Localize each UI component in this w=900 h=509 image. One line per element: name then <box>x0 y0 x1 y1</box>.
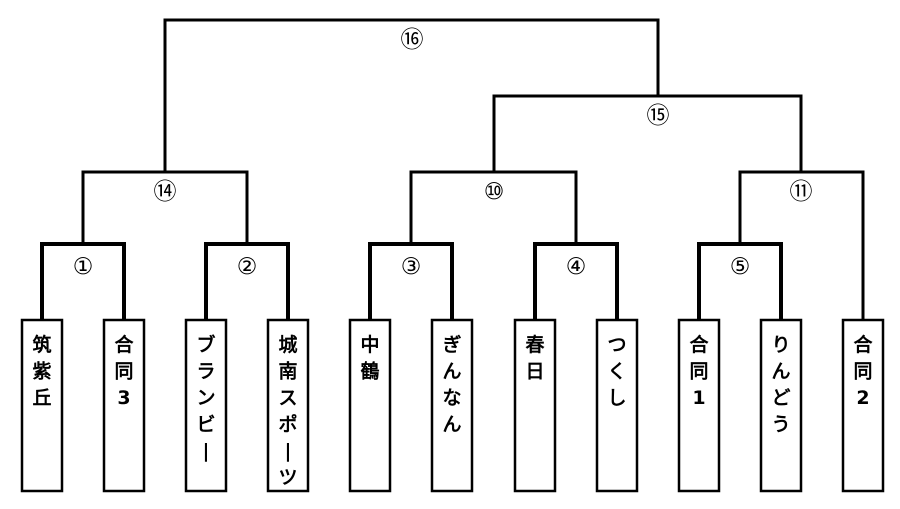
team-name: ブランビ| <box>196 333 215 462</box>
match-label-16: ⑯ <box>401 27 424 53</box>
team-box: 春日 <box>513 318 557 493</box>
team-box-frame <box>184 318 228 493</box>
team-box-frame <box>677 318 721 493</box>
team-box-frame <box>759 318 803 493</box>
match-label-15: ⑮ <box>647 103 670 129</box>
match-label-14: ⑭ <box>154 179 177 205</box>
team-box: ブランビ| <box>184 318 228 493</box>
team-box-frame <box>266 318 310 493</box>
team-box: 中鶴 <box>348 318 392 493</box>
team-box-frame <box>102 318 146 493</box>
team-box-frame <box>20 318 64 493</box>
match-label-11: ⑪ <box>790 179 813 205</box>
team-box-frame <box>513 318 557 493</box>
team-name: つくし <box>607 334 626 409</box>
team-box: つくし <box>595 318 639 493</box>
match-label-2: ② <box>237 254 258 280</box>
team-name: 中鶴 <box>360 333 379 383</box>
team-box-frame <box>430 318 474 493</box>
match-15-lines <box>492 94 803 174</box>
team-name: りんどう <box>771 334 790 436</box>
team-box: ぎんなん <box>430 318 474 493</box>
team-name: 筑紫丘 <box>32 333 51 409</box>
team-name: 城南スポ|ツ <box>278 333 297 489</box>
team-box-frame <box>595 318 639 493</box>
match-label-3: ③ <box>401 254 422 280</box>
match-label-5: ⑤ <box>730 254 751 280</box>
team-box-frame <box>348 318 392 493</box>
team-box: 筑紫丘 <box>20 318 64 493</box>
team-name: 春日 <box>525 333 544 383</box>
team-name: ぎんなん <box>442 333 461 436</box>
match-label-10: ⑩ <box>484 179 505 205</box>
match-label-1: ① <box>73 254 94 280</box>
match-label-4: ④ <box>566 254 587 280</box>
team-box: 城南スポ|ツ <box>266 318 310 493</box>
team-box-frame <box>841 318 885 493</box>
match-16-lines <box>163 18 660 174</box>
team-box: りんどう <box>759 318 803 493</box>
